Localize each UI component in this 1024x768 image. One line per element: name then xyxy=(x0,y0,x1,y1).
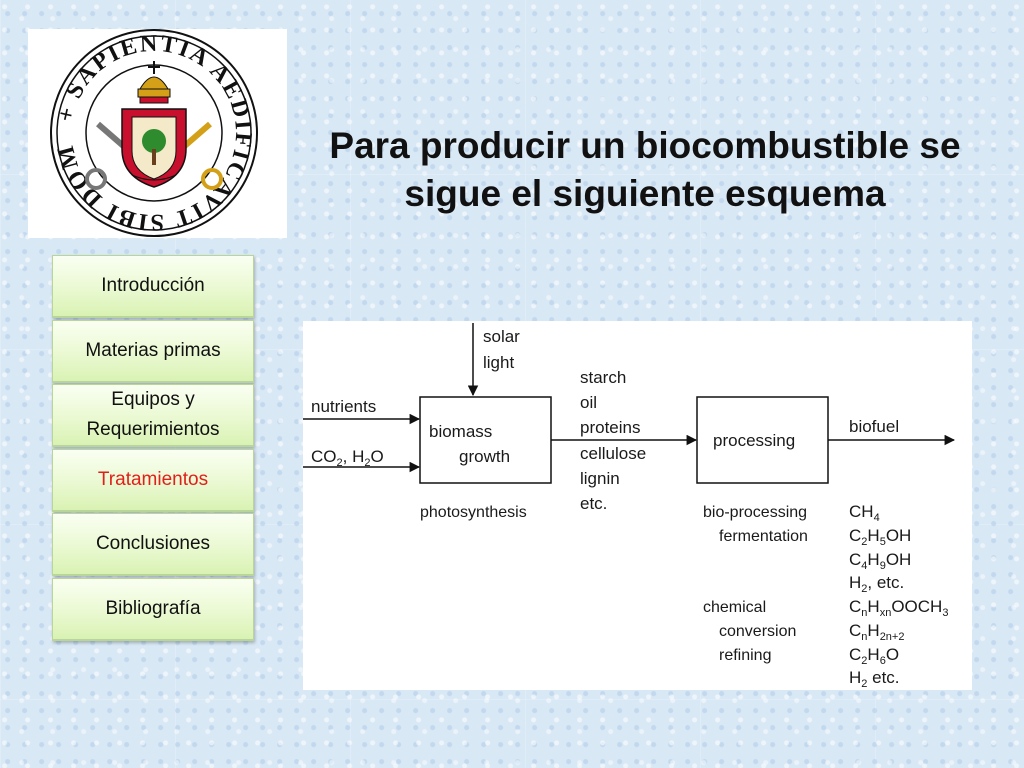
co2-h2o-label: CO2, H2O xyxy=(311,447,384,469)
product-h2-etc: H2, etc. xyxy=(849,573,904,595)
nav-item-tratamientos[interactable]: Tratamientos xyxy=(52,448,254,512)
university-seal-icon: + SAPIENTIA AEDIFICAVIT SIBI DOMVM xyxy=(16,9,258,237)
product-ch4: CH4 xyxy=(849,502,880,524)
nav-item-materias-primas[interactable]: Materias primas xyxy=(52,319,254,383)
nav-item-introduccion[interactable]: Introducción xyxy=(52,255,254,318)
lignin-label: lignin xyxy=(580,469,620,488)
nav-item-conclusiones[interactable]: Conclusiones xyxy=(52,513,254,576)
product-c4h9oh: C4H9OH xyxy=(849,550,911,572)
processing-label: processing xyxy=(713,431,795,450)
cellulose-label: cellulose xyxy=(580,444,646,463)
nutrients-label: nutrients xyxy=(311,397,376,416)
growth-label: growth xyxy=(459,447,510,466)
nav-item-equipos-requerimientos[interactable]: Equipos y Requerimientos xyxy=(52,384,254,447)
product-h2-etc-2: H2 etc. xyxy=(849,668,900,690)
university-logo: + SAPIENTIA AEDIFICAVIT SIBI DOMVM xyxy=(16,9,287,238)
conversion-label: conversion xyxy=(719,623,796,640)
chemical-label: chemical xyxy=(703,599,766,616)
product-c2h5oh: C2H5OH xyxy=(849,526,911,548)
nav-item-bibliografia[interactable]: Bibliografía xyxy=(52,577,254,641)
section-nav: Introducción Materias primas Equipos y R… xyxy=(52,255,254,642)
photosynthesis-label: photosynthesis xyxy=(420,504,527,521)
product-c2h6o: C2H6O xyxy=(849,645,899,667)
fermentation-label: fermentation xyxy=(719,528,808,545)
process-flow-svg: solar light nutrients CO2, H2O biomass g… xyxy=(303,323,956,690)
solar-label: solar xyxy=(483,327,520,346)
oil-label: oil xyxy=(580,393,597,412)
biomass-label: biomass xyxy=(429,422,492,441)
page-title: Para producir un biocombustible se sigue… xyxy=(329,125,961,214)
refining-label: refining xyxy=(719,647,771,664)
etc-label: etc. xyxy=(580,494,607,513)
biofuel-process-diagram: solar light nutrients CO2, H2O biomass g… xyxy=(303,321,972,690)
light-label: light xyxy=(483,353,514,372)
bio-processing-label: bio-processing xyxy=(703,504,807,521)
proteins-label: proteins xyxy=(580,418,640,437)
starch-label: starch xyxy=(580,368,626,387)
product-cnhxnooch3: CnHxnOOCH3 xyxy=(849,597,948,619)
biofuel-label: biofuel xyxy=(849,417,899,436)
product-cnh2n2: CnH2n+2 xyxy=(849,621,904,643)
